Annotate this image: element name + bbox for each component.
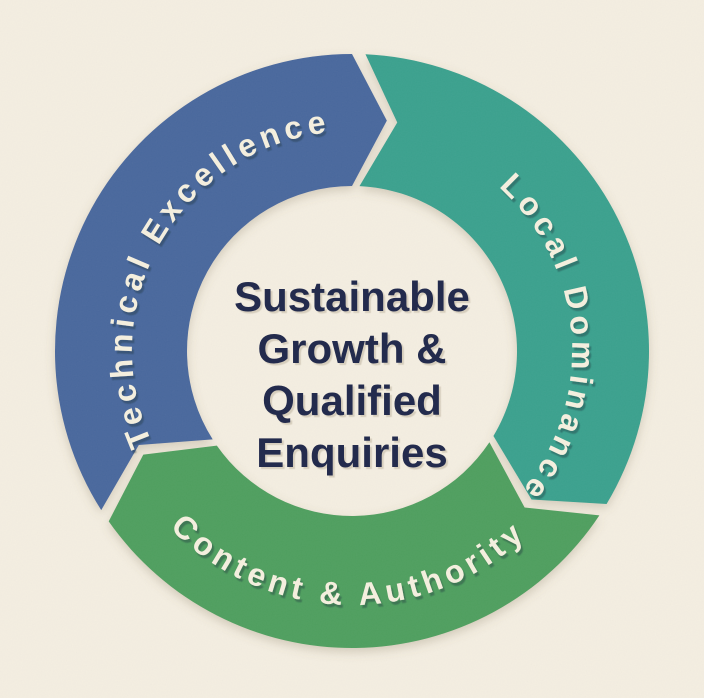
cycle-diagram: Technical ExcellenceLocal DominanceConte… — [0, 0, 704, 698]
diagram-canvas: Technical ExcellenceLocal DominanceConte… — [0, 0, 704, 698]
